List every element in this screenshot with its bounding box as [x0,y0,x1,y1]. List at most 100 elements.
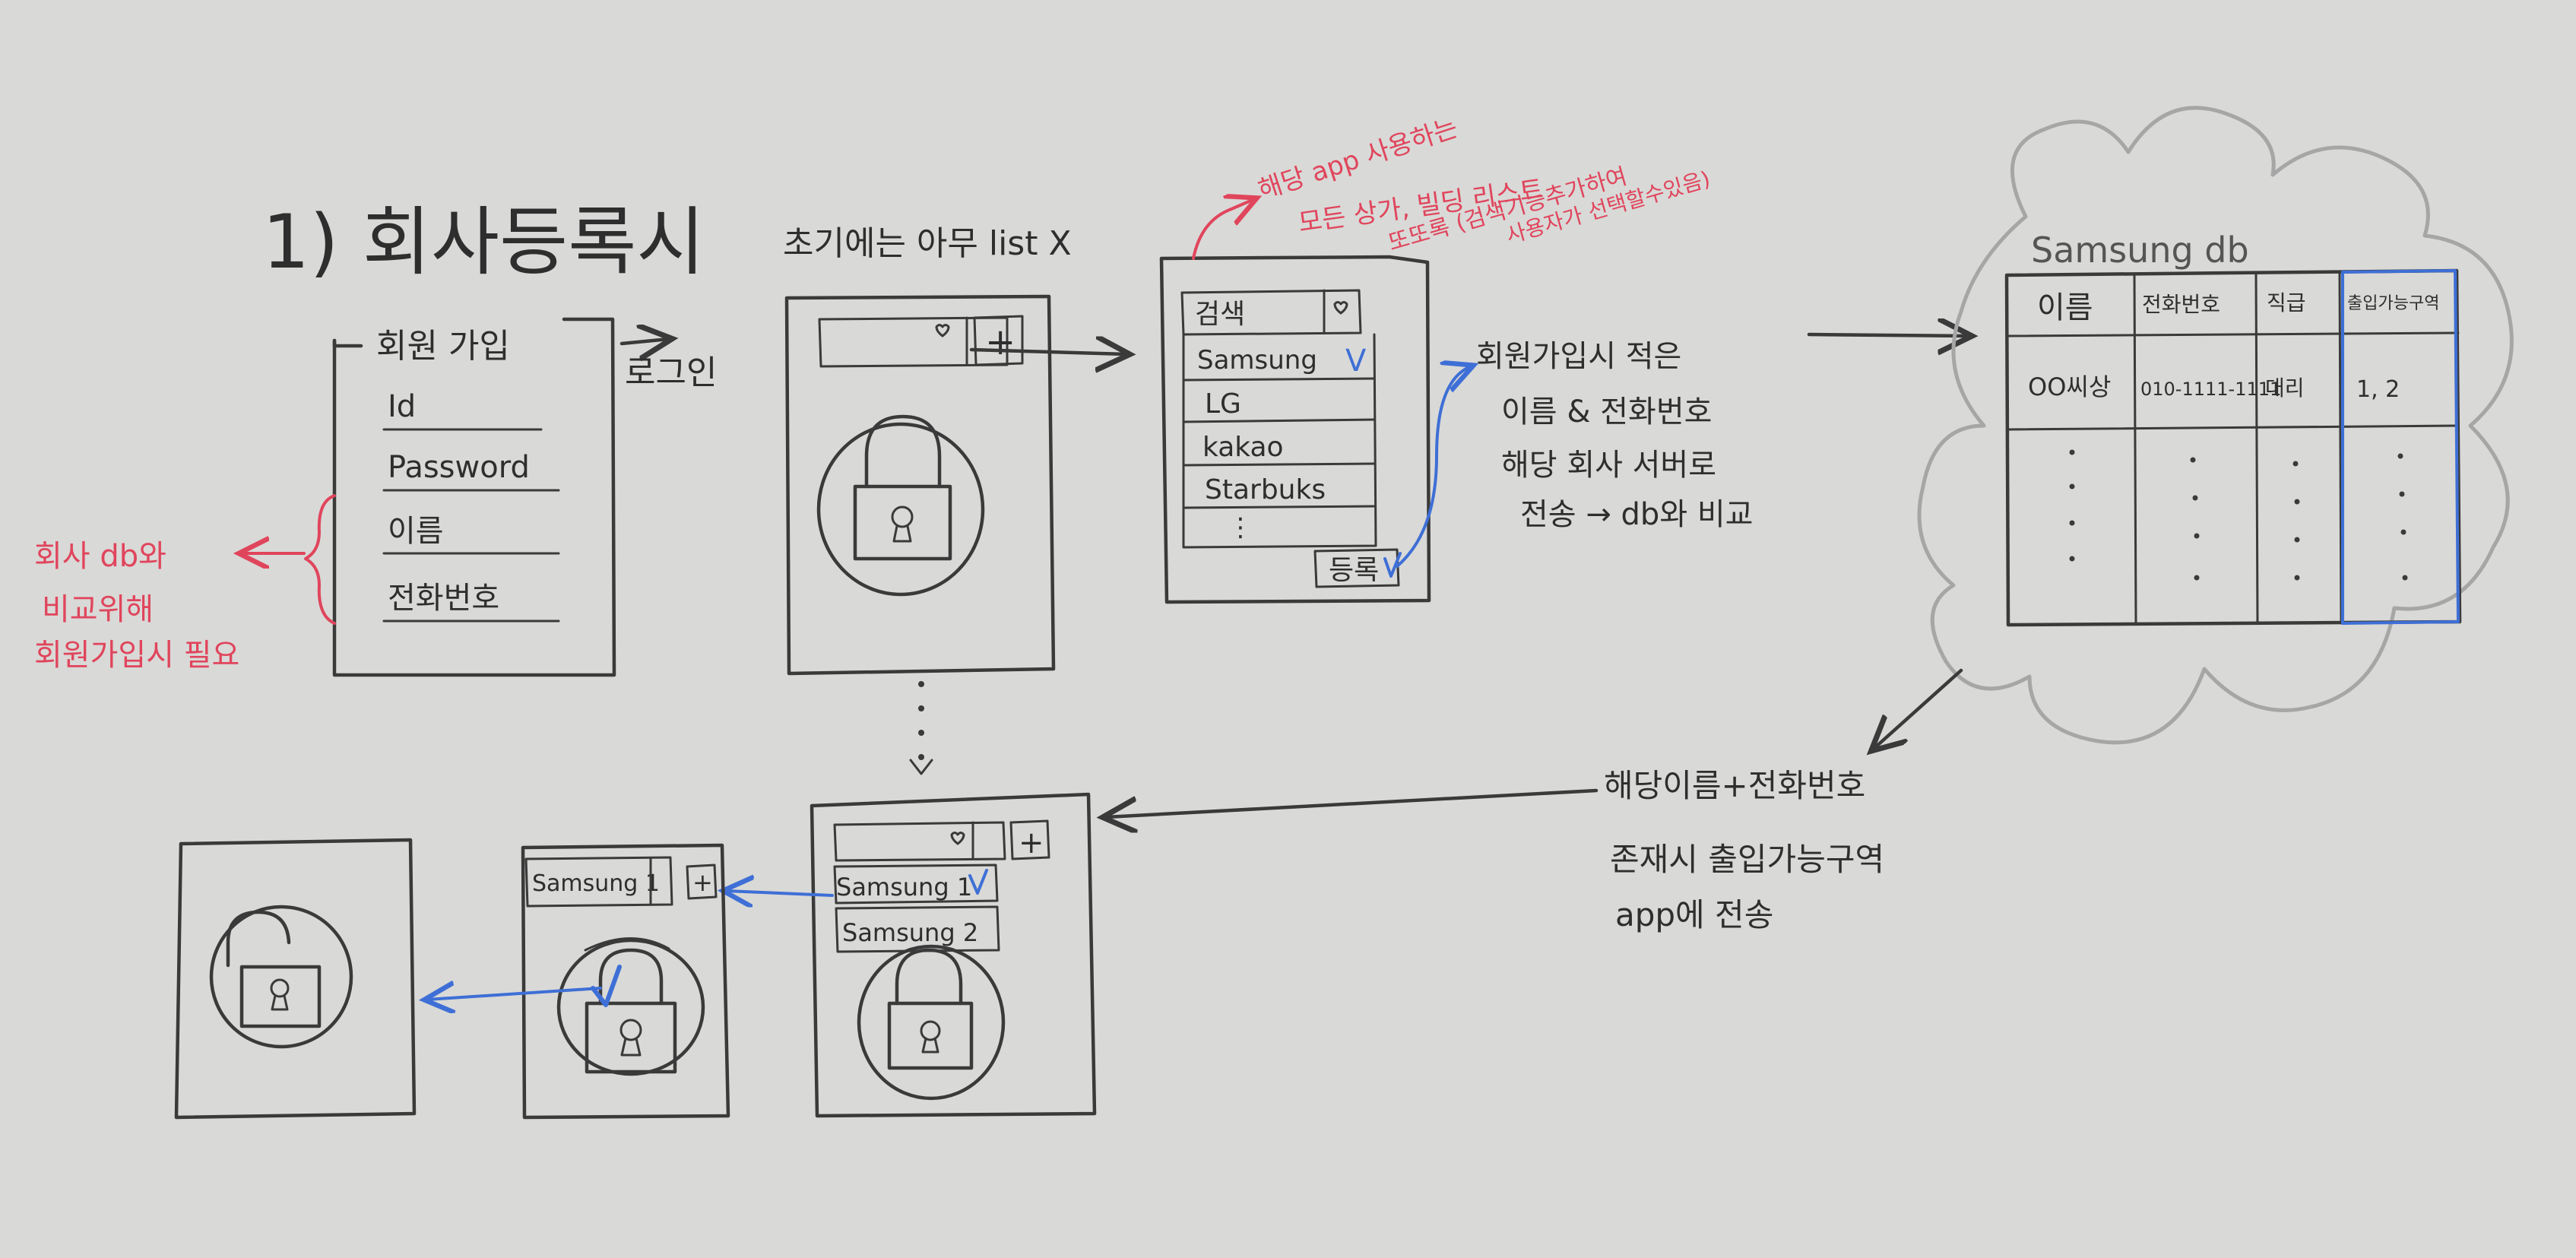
register-note-line-4: 전송 → db와 비교 [1520,497,1753,532]
screen3-item-2: Samsung 2 [842,918,978,947]
screen5 [174,838,417,1120]
db-access-column-highlight [2341,269,2460,625]
screen4-selected: Samsung 1 [532,870,660,897]
db-header-access: 출입가능구역 [2347,294,2439,313]
signup-form: 회원 가입 Id Password 이름 전화번호 [332,317,616,677]
screen2-register-check [1383,552,1402,578]
signup-field-phone: 전화번호 [388,581,499,616]
screen3-lock-body [887,1001,974,1070]
db-title: Samsung db [2031,230,2249,271]
register-to-note-arrow [1396,366,1471,568]
screen3-add-button [1009,819,1050,860]
note-to-db-arrow [1807,334,1969,336]
signup-form-frame [332,317,616,677]
signup-note-brace [304,494,336,625]
screen1-frame [784,294,1056,676]
screen2-company-list [1182,333,1377,549]
db-ellipsis-dots [2069,449,2408,581]
screen5-frame [174,838,417,1120]
db-cell-access: 1, 2 [2356,376,2400,403]
screen4: Samsung 1 + [521,843,730,1120]
screen4-keyhole [619,1019,642,1041]
screen4-search-bar [524,856,673,908]
screen1-heart-icon [935,324,950,337]
screen2-more: ⋮ [1228,512,1253,543]
signup-note-line-1: 회사 db와 [34,539,166,574]
screen1-to-screen2-arrow [969,350,1126,354]
screen3-check [968,869,988,895]
screen4-lock-shackle [598,948,664,1006]
signup-field-name: 이름 [388,514,444,549]
screen2-note: 해당 app 사용하는 모든 상가, 빌딩 리스트 또또록 (검색기능추가하여 … [1254,112,1713,257]
db-table: 이름 전화번호 직급 출입가능구역 OO씨상 010-1111-1111 대리 … [2004,268,2462,627]
screen3-item-2-box [835,905,1000,953]
signup-field-password: Password [388,450,530,485]
screen4-lock-body [585,1001,677,1074]
screen1-keyhole [891,505,914,528]
screen2-register-button [1313,548,1400,588]
screen5-lock-body [239,965,322,1028]
screen2-search-bar [1180,289,1362,336]
db-header-rank: 직급 [2267,290,2306,315]
signup-note-line-2: 비교위해 [42,592,154,627]
screen3-lock-circle [857,944,1006,1101]
screen2-company-lg: LG [1205,388,1241,420]
return-note-line-3: app에 전송 [1615,896,1773,933]
screen3-item-1: Samsung 1 [836,873,972,902]
screen4-lock-circle [556,938,705,1076]
screen4-lock-motion [584,937,670,952]
signup-field-id: Id [388,389,416,424]
return-to-screen3-arrow [1106,788,1599,817]
return-note-line-2: 존재시 출입가능구역 [1610,841,1884,878]
screen3-keyhole [920,1020,941,1041]
register-note-line-3: 해당 회사 서버로 [1501,448,1716,483]
screen2-company-kakao: kakao [1202,432,1284,463]
screen1-caption: 초기에는 아무 list X [783,224,1072,263]
register-note-line-2: 이름 & 전화번호 [1501,395,1712,429]
screen5-keyhole [270,978,290,998]
screen1-lock-shackle [864,414,942,489]
signup-note: 회사 db와 비교위해 회원가입시 필요 [34,539,239,673]
db-to-return-note-arrow [1874,668,1963,749]
register-note: 회원가입시 적은 이름 & 전화번호 해당 회사 서버로 전송 → db와 비교 [1476,339,1753,532]
db-header-phone: 전화번호 [2142,292,2220,317]
screen1-search-bar [818,316,1009,368]
screen4-check [591,965,622,1007]
return-note-line-1: 해당이름+전화번호 [1604,767,1865,804]
screen4-add-button [686,863,718,900]
screen2-company-samsung: Samsung [1197,345,1317,375]
screen2-heart-icon [1333,301,1348,315]
screen4-frame [521,843,730,1120]
screen2-company-starbuks: Starbuks [1205,474,1326,505]
db-cell-phone: 010-1111-1111 [2140,379,2281,400]
screen5-lock-circle [209,905,353,1049]
screen3-to-screen4-arrow [726,891,834,895]
screen3-plus: + [1019,825,1044,860]
screen3-frame [810,792,1097,1118]
db-cell-rank: 대리 [2265,375,2305,401]
db-cell-name: OO씨상 [2028,372,2111,401]
screen2-check: V [1345,344,1367,379]
login-arrow [619,339,669,344]
register-note-line-1: 회원가입시 적은 [1476,339,1681,374]
screen4-to-screen5-arrow [427,988,602,1000]
screen1-lock-circle [816,422,985,597]
flow-dots [909,681,933,775]
return-note: 해당이름+전화번호 존재시 출입가능구역 app에 전송 [1604,767,1884,933]
screen2-register-label: 등록 [1329,555,1379,586]
screen5-open-shackle [226,910,291,968]
screen2: 검색 Samsung V LG kakao Starbuks ⋮ 등록 [1159,255,1431,604]
screen1: + [784,294,1056,676]
screen3-heart-icon [950,832,965,845]
screen1-lock-body [853,484,952,561]
screen3-search-bar [833,821,1006,862]
screen4-plus: + [692,868,713,897]
signup-form-heading: 회원 가입 [376,327,510,366]
screen2-search-label: 검색 [1195,299,1245,330]
screen3-lock-shackle [895,948,963,1006]
screen3-item-1-box [833,863,999,905]
signup-note-line-3: 회원가입시 필요 [34,638,239,673]
screen2-frame [1159,255,1431,604]
login-label: 로그인 [625,353,717,392]
